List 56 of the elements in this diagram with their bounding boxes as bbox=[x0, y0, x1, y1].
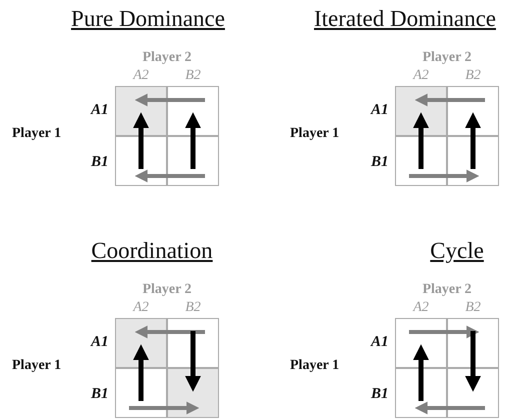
payoff-cell bbox=[395, 318, 447, 368]
column-label: B2 bbox=[185, 300, 201, 316]
arrow bbox=[409, 170, 480, 182]
panel-title: Pure Dominance bbox=[71, 6, 225, 32]
column-label: A2 bbox=[413, 68, 429, 84]
arrow bbox=[129, 402, 200, 414]
column-label: B2 bbox=[465, 300, 481, 316]
row-label: A1 bbox=[371, 334, 389, 351]
column-label: A2 bbox=[133, 68, 149, 84]
payoff-cell bbox=[395, 368, 447, 418]
payoff-cell bbox=[167, 136, 219, 186]
panel-title: Iterated Dominance bbox=[314, 6, 496, 32]
payoff-cell bbox=[447, 136, 499, 186]
axis-label: Player 2 bbox=[422, 50, 472, 66]
row-label: A1 bbox=[371, 102, 389, 119]
arrow bbox=[133, 112, 149, 169]
column-label: A2 bbox=[133, 300, 149, 316]
arrow bbox=[185, 112, 201, 169]
payoff-cell bbox=[447, 368, 499, 418]
arrow bbox=[185, 331, 201, 392]
axis-label: Player 1 bbox=[12, 126, 62, 142]
payoff-cell bbox=[395, 136, 447, 186]
arrow bbox=[134, 326, 205, 338]
payoff-cell bbox=[447, 318, 499, 368]
axis-label: Player 1 bbox=[12, 358, 62, 374]
payoff-cell bbox=[447, 86, 499, 136]
row-label: A1 bbox=[91, 102, 109, 119]
panel-title: Coordination bbox=[91, 238, 213, 264]
payoff-cell bbox=[167, 318, 219, 368]
payoff-cell bbox=[115, 368, 167, 418]
arrow bbox=[414, 402, 485, 414]
axis-label: Player 2 bbox=[422, 282, 472, 298]
row-label: B1 bbox=[371, 386, 389, 403]
payoff-cell bbox=[167, 86, 219, 136]
column-label: A2 bbox=[413, 300, 429, 316]
row-label: A1 bbox=[91, 334, 109, 351]
arrow bbox=[409, 326, 480, 338]
arrow bbox=[413, 112, 429, 169]
axis-label: Player 1 bbox=[290, 126, 340, 142]
axis-label: Player 2 bbox=[142, 282, 192, 298]
arrow bbox=[134, 94, 205, 106]
payoff-cell bbox=[115, 136, 167, 186]
arrow bbox=[133, 344, 149, 401]
row-label: B1 bbox=[91, 386, 109, 403]
arrow bbox=[465, 331, 481, 392]
column-label: B2 bbox=[185, 68, 201, 84]
arrow bbox=[465, 112, 481, 169]
panel-title: Cycle bbox=[430, 238, 484, 264]
arrow bbox=[134, 170, 205, 182]
arrow bbox=[414, 94, 485, 106]
row-label: B1 bbox=[371, 154, 389, 171]
row-label: B1 bbox=[91, 154, 109, 171]
column-label: B2 bbox=[465, 68, 481, 84]
axis-label: Player 1 bbox=[290, 358, 340, 374]
axis-label: Player 2 bbox=[142, 50, 192, 66]
arrow bbox=[413, 344, 429, 401]
